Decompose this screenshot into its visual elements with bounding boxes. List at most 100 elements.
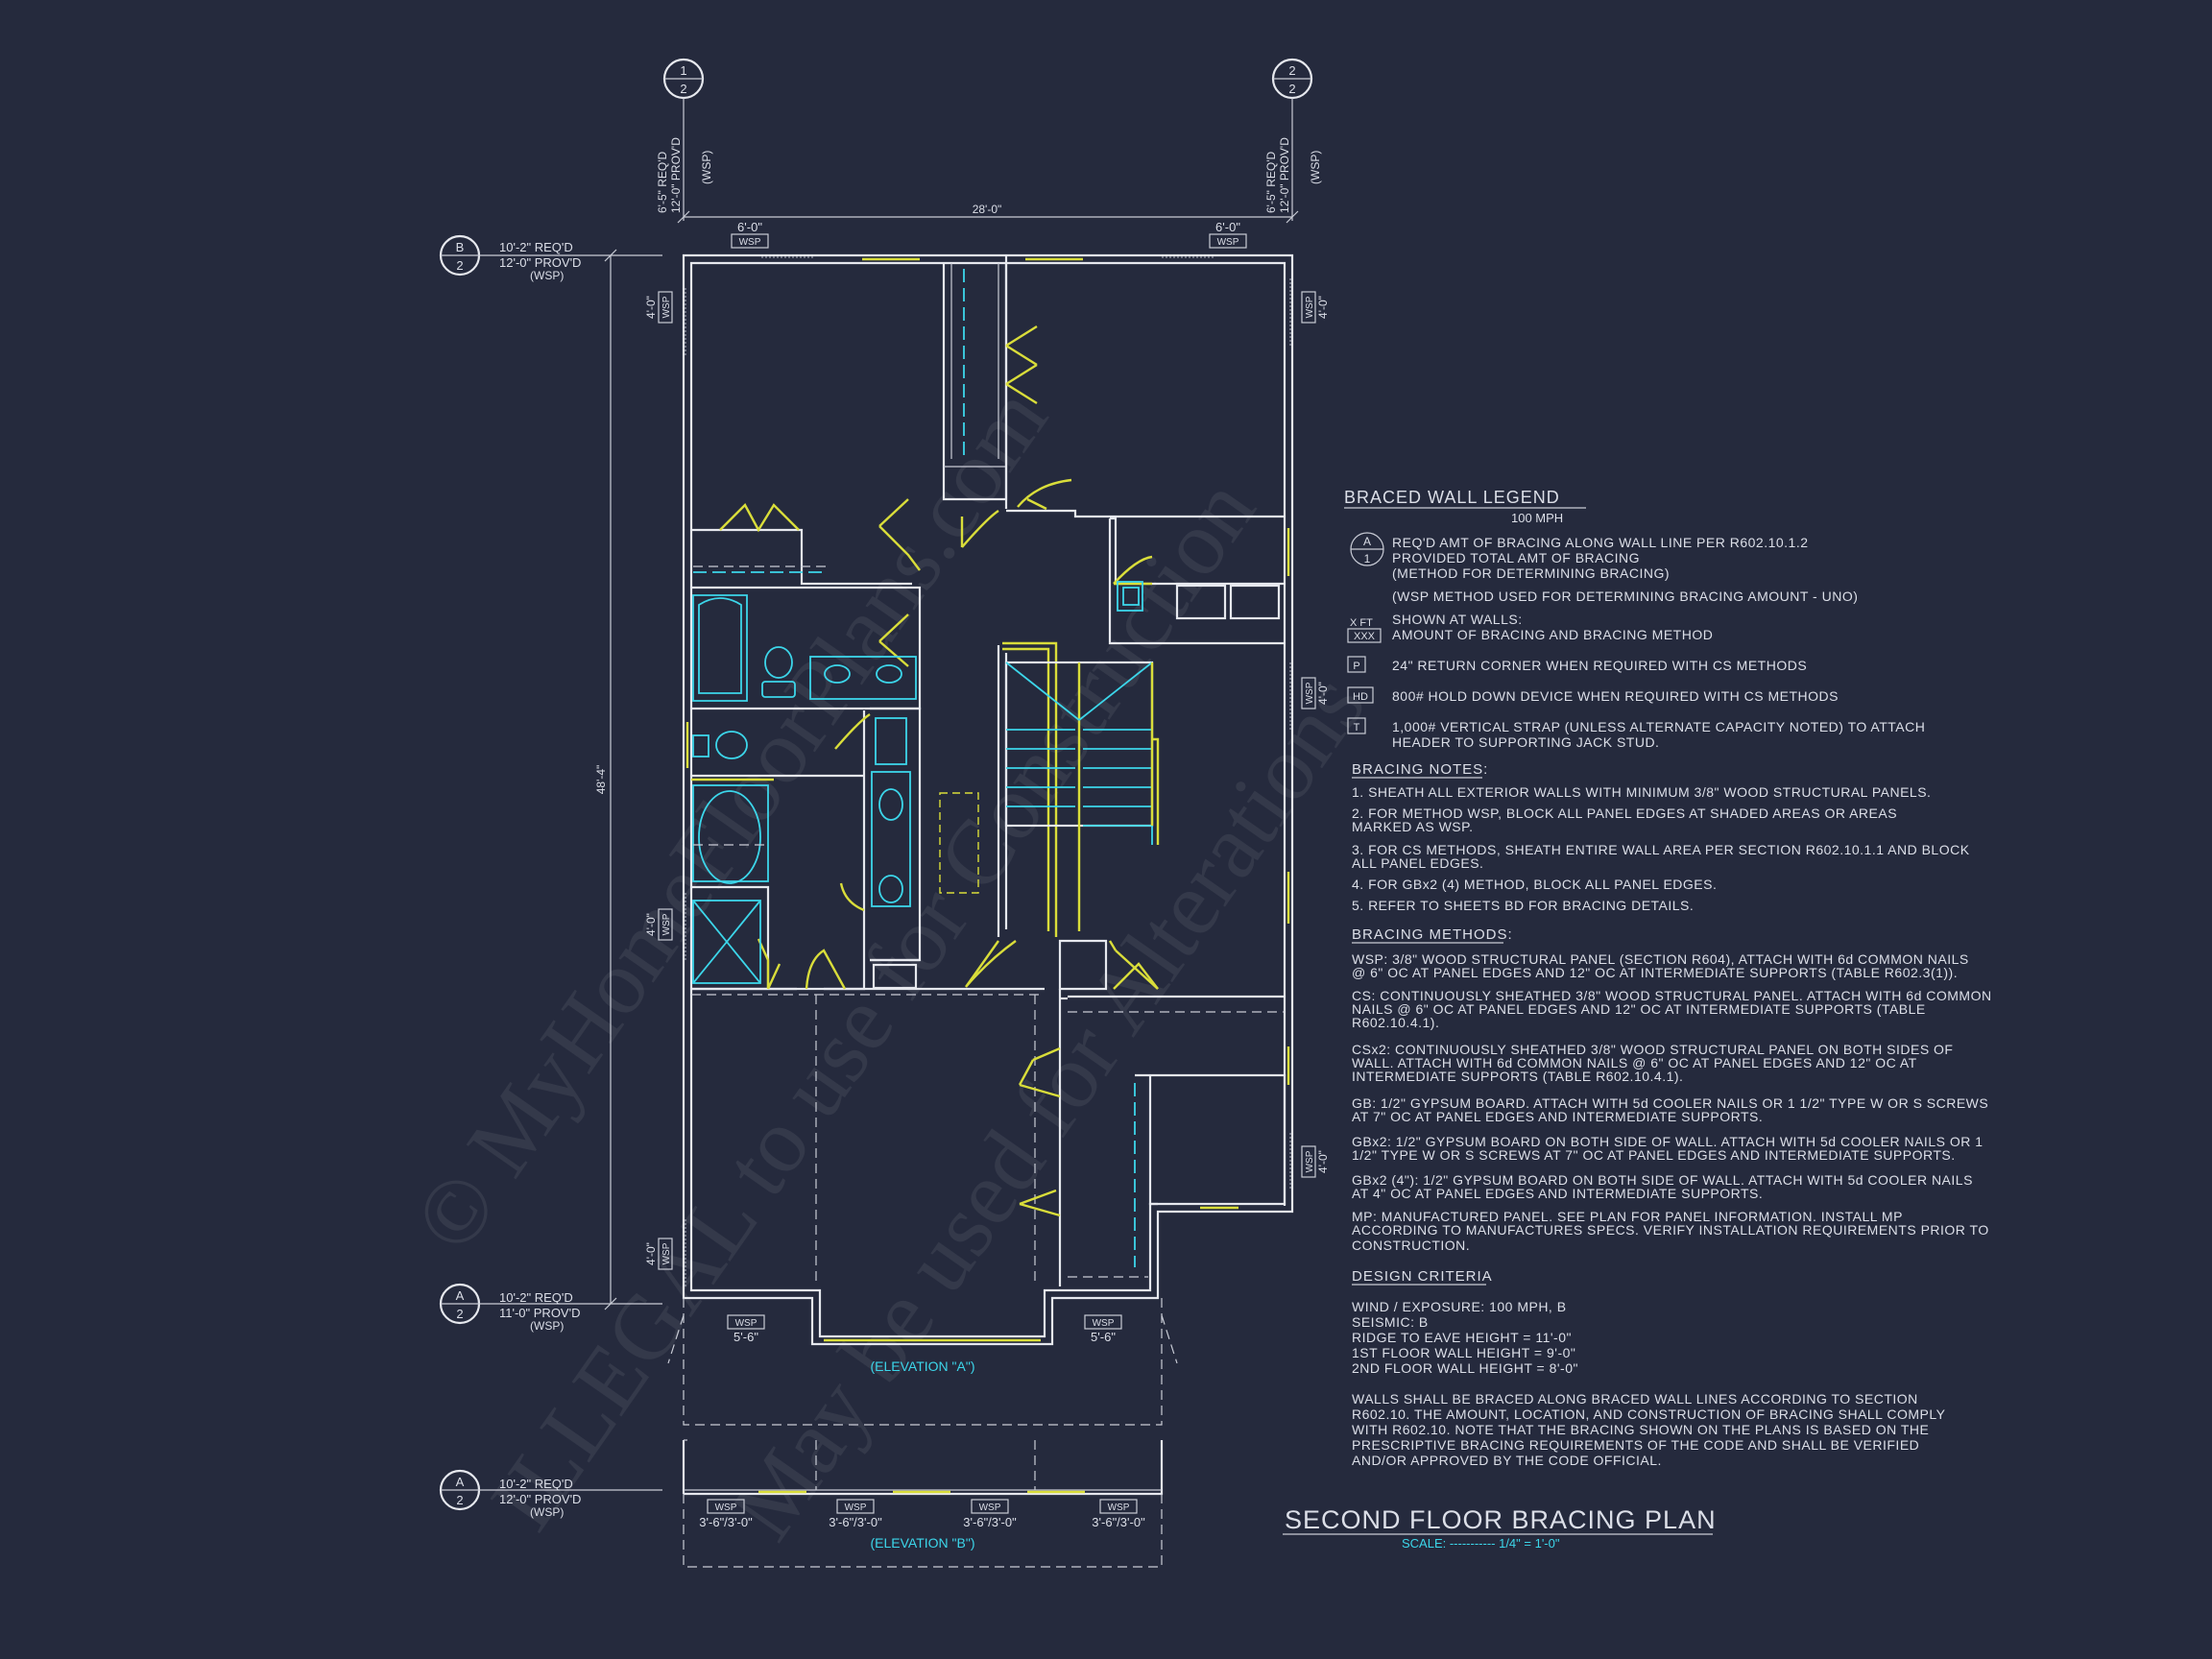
floor-plan xyxy=(682,253,1294,1346)
method-gb-line-1: GB: 1/2" GYPSUM BOARD. ATTACH WITH 5d CO… xyxy=(1352,1095,1988,1111)
wsp-label: WSP xyxy=(739,237,761,248)
wsp-length: 4'-0" xyxy=(1316,682,1330,705)
legend-xft-bottom: XXX xyxy=(1354,631,1376,642)
wsp-length: 5'-6" xyxy=(733,1330,758,1344)
grid-bubble-top-right: 2 2 xyxy=(1271,58,1313,221)
callout-method: (WSP) xyxy=(530,1319,564,1333)
callout-required: 10'-2" REQ'D xyxy=(499,240,573,254)
callout-provided: 12'-0" PROV'D xyxy=(499,255,581,270)
callout-provided: 12'-0" PROV'D xyxy=(669,137,683,213)
design-paragraph-1: WALLS SHALL BE BRACED ALONG BRACED WALL … xyxy=(1352,1391,1918,1407)
wsp-tag-top-left: 6'-0" WSP xyxy=(731,220,769,249)
method-mp-line-2: ACCORDING TO MANUFACTURES SPECS. VERIFY … xyxy=(1352,1222,1989,1238)
grid-bubble-label: A xyxy=(456,1288,465,1303)
overall-depth-text: 48'-4" xyxy=(594,765,608,795)
method-mp-line-3: CONSTRUCTION. xyxy=(1352,1238,1470,1253)
wsp-label: WSP xyxy=(1217,237,1239,248)
wsp-length: 3'-6"/3'-0" xyxy=(1092,1515,1145,1529)
design-item-5: 2ND FLOOR WALL HEIGHT = 8'-0" xyxy=(1352,1360,1578,1376)
wsp-length: 4'-0" xyxy=(644,913,658,936)
callout-provided: 12'-0" PROV'D xyxy=(1278,137,1291,213)
grid-bubble-left-a1: A 2 10'-2" REQ'D 11'-0" PROV'D (WSP) xyxy=(439,1283,662,1333)
method-gbx2-4-line-2: AT 4" OC AT PANEL EDGES AND INTERMEDIATE… xyxy=(1352,1186,1763,1201)
bracing-methods: BRACING METHODS: WSP: 3/8" WOOD STRUCTUR… xyxy=(1352,926,1991,1253)
design-paragraph-5: AND/OR APPROVED BY THE CODE OFFICIAL. xyxy=(1352,1453,1662,1468)
wsp-tag-left-upper: 4'-0" WSP xyxy=(644,291,673,324)
callout-required: 6'-5" REQ'D xyxy=(1264,151,1278,213)
legend-bubble-line-1: REQ'D AMT OF BRACING ALONG WALL LINE PER… xyxy=(1392,535,1809,550)
wsp-label: WSP xyxy=(661,296,672,318)
wsp-label: WSP xyxy=(1305,1150,1315,1172)
wsp-label: WSP xyxy=(845,1503,867,1513)
grid-bubble-top-left: 1 2 xyxy=(662,58,705,221)
legend-bubble-bottom: 1 xyxy=(1364,552,1371,565)
wsp-tag-right-mid: WSP 4'-0" xyxy=(1301,677,1330,709)
exterior-wall xyxy=(682,253,1294,1346)
plan-title: SECOND FLOOR BRACING PLAN xyxy=(1285,1505,1717,1534)
legend-xft-line-2: AMOUNT OF BRACING AND BRACING METHOD xyxy=(1392,627,1713,642)
wsp-length: 4'-0" xyxy=(644,296,658,319)
legend-bubble-line-2: PROVIDED TOTAL AMT OF BRACING xyxy=(1392,550,1640,565)
overall-width-text: 28'-0" xyxy=(973,203,1002,216)
grid-bubble-label: 1 xyxy=(680,63,686,78)
callout-provided: 11'-0" PROV'D xyxy=(499,1306,580,1320)
watermark: © MyHomeFloorPlans.com ILLEGAL to use fo… xyxy=(394,369,1384,1557)
legend-title: BRACED WALL LEGEND xyxy=(1344,488,1560,507)
method-wsp-line-2: @ 6" OC AT PANEL EDGES AND 12" OC AT INT… xyxy=(1352,965,1958,980)
wsp-label: WSP xyxy=(661,913,672,935)
wsp-label: WSP xyxy=(661,1242,672,1264)
note-2-line-1: 2. FOR METHOD WSP, BLOCK ALL PANEL EDGES… xyxy=(1352,805,1897,821)
stairs xyxy=(939,641,1160,990)
grid-bubble-left-a2: A 2 10'-2" REQ'D 12'-0" PROV'D (WSP) xyxy=(439,1469,662,1519)
method-csx2-line-2: WALL. ATTACH WITH 6d COMMON NAILS @ 6" O… xyxy=(1352,1055,1917,1070)
method-csx2-line-1: CSx2: CONTINUOUSLY SHEATHED 3/8" WOOD ST… xyxy=(1352,1042,1954,1057)
design-paragraph-4: PRESCRIPTIVE BRACING REQUIREMENTS OF THE… xyxy=(1352,1437,1919,1453)
legend-bubble-line-4: (WSP METHOD USED FOR DETERMINING BRACING… xyxy=(1392,589,1858,604)
bathroom-fixtures-upper xyxy=(692,594,917,702)
grid-bubble-sheet: 2 xyxy=(456,1307,463,1321)
method-csx2-line-3: INTERMEDIATE SUPPORTS (TABLE R602.10.4.1… xyxy=(1352,1069,1683,1084)
wsp-length: 4'-0" xyxy=(1316,1150,1330,1173)
grid-bubble-sheet: 2 xyxy=(456,1493,463,1507)
method-mp-line-1: MP: MANUFACTURED PANEL. SEE PLAN FOR PAN… xyxy=(1352,1209,1903,1224)
wsp-tag-rear-4: WSP 3'-6"/3'-0" xyxy=(1092,1499,1145,1529)
legend-xft-top: X FT xyxy=(1350,617,1373,629)
note-3-line-1: 3. FOR CS METHODS, SHEATH ENTIRE WALL AR… xyxy=(1352,842,1970,857)
callout-method: (WSP) xyxy=(700,151,713,184)
elevation-a-outline: (ELEVATION "A") xyxy=(667,1298,1178,1426)
method-cs-line-3: R602.10.4.1). xyxy=(1352,1015,1439,1030)
plan-title-block: SECOND FLOOR BRACING PLAN SCALE: -------… xyxy=(1283,1505,1717,1551)
legend-t-symbol: T xyxy=(1354,722,1360,733)
method-wsp-line-1: WSP: 3/8" WOOD STRUCTURAL PANEL (SECTION… xyxy=(1352,951,1969,967)
wsp-length: 3'-6"/3'-0" xyxy=(699,1515,753,1529)
wsp-tag-left-lower: 4'-0" WSP xyxy=(644,1238,673,1270)
elevation-b-label: (ELEVATION "B") xyxy=(871,1535,975,1551)
wsp-label: WSP xyxy=(1305,296,1315,318)
wsp-length: 3'-6"/3'-0" xyxy=(829,1515,882,1529)
design-item-4: 1ST FLOOR WALL HEIGHT = 9'-0" xyxy=(1352,1345,1575,1360)
design-item-2: SEISMIC: B xyxy=(1352,1314,1429,1330)
wsp-tag-rear-3: WSP 3'-6"/3'-0" xyxy=(963,1499,1017,1529)
note-4-line-1: 4. FOR GBx2 (4) METHOD, BLOCK ALL PANEL … xyxy=(1352,877,1717,892)
callout-method: (WSP) xyxy=(530,1505,564,1519)
wsp-length: 6'-0" xyxy=(1215,220,1240,234)
bathroom-fixtures-lower xyxy=(692,717,911,984)
overall-width-dimension: 28'-0" xyxy=(677,203,1299,224)
wsp-tag-left-mid: 4'-0" WSP xyxy=(644,908,673,941)
legend-t-line-1: 1,000# VERTICAL STRAP (UNLESS ALTERNATE … xyxy=(1392,719,1925,734)
braced-wall-legend: BRACED WALL LEGEND 100 MPH A 1 REQ'D AMT… xyxy=(1344,488,1925,750)
legend-p-text: 24" RETURN CORNER WHEN REQUIRED WITH CS … xyxy=(1392,658,1807,673)
laundry-fixtures xyxy=(1117,581,1281,620)
note-2-line-2: MARKED AS WSP. xyxy=(1352,819,1474,834)
legend-hd-symbol: HD xyxy=(1353,691,1368,703)
design-title: DESIGN CRITERIA xyxy=(1352,1268,1493,1285)
wsp-length: 4'-0" xyxy=(644,1242,658,1265)
legend-bubble-top: A xyxy=(1363,535,1371,548)
grid-bubble-label: A xyxy=(456,1475,465,1489)
wsp-length: 5'-6" xyxy=(1091,1330,1116,1344)
legend-p-symbol: P xyxy=(1353,661,1359,672)
wsp-tag-rear-1: WSP 3'-6"/3'-0" xyxy=(699,1499,753,1529)
callout-provided: 12'-0" PROV'D xyxy=(499,1492,581,1506)
note-5-line-1: 5. REFER TO SHEETS BD FOR BRACING DETAIL… xyxy=(1352,898,1694,913)
